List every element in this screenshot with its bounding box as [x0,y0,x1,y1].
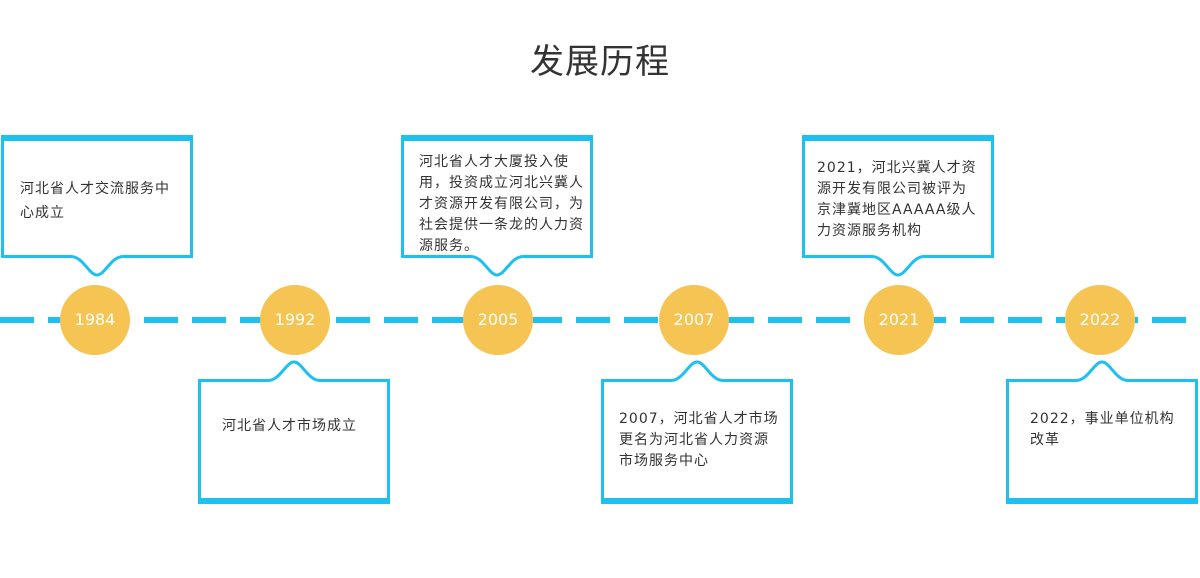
callout-text-line: 2021，河北兴冀人才资 [817,160,977,176]
milestone-node-1984: 1984 [60,285,130,355]
callout-text-2022: 2022，事业单位机构 改革 [1030,409,1175,451]
callout-text-line: 源服务。 [419,238,479,254]
year-label: 2005 [477,310,519,329]
callout-text-line: 京津冀地区AAAAA级人 [817,202,977,218]
callout-text-2007: 2007，河北省人才市场 更名为河北省人力资源 市场服务中心 [619,409,779,472]
year-label: 1992 [274,310,316,329]
callout-text-line: 河北省人才市场成立 [222,418,357,434]
callout-text-line: 源开发有限公司被评为 [817,181,967,197]
milestone-node-2021: 2021 [864,285,934,355]
timeline-line [0,317,1200,323]
milestone-node-1992: 1992 [260,285,330,355]
callout-text-line: 更名为河北省人力资源 [619,432,769,448]
callout-text-line: 才资源开发有限公司，为 [419,196,584,212]
callout-text-1984: 河北省人才交流服务中 心成立 [20,177,170,225]
callout-text-line: 市场服务中心 [619,453,709,469]
callout-text-line: 用，投资成立河北兴冀人 [419,175,584,191]
callout-text-line: 改革 [1030,432,1060,448]
callout-text-line: 力资源服务机构 [817,223,922,239]
callout-text-line: 社会提供一条龙的人力资 [419,217,584,233]
callout-text-line: 心成立 [20,205,65,221]
callout-text-line: 河北省人才大厦投入使 [419,154,569,170]
milestone-node-2022: 2022 [1065,285,1135,355]
year-label: 1984 [74,310,116,329]
milestone-node-2007: 2007 [659,285,729,355]
milestone-node-2005: 2005 [463,285,533,355]
year-label: 2021 [878,310,920,329]
callout-text-1992: 河北省人才市场成立 [222,416,357,437]
callout-text-line: 2007，河北省人才市场 [619,411,779,427]
year-label: 2022 [1079,310,1121,329]
callout-text-line: 2022，事业单位机构 [1030,411,1175,427]
page-title: 发展历程 [530,42,670,82]
callout-text-2021: 2021，河北兴冀人才资 源开发有限公司被评为 京津冀地区AAAAA级人 力资源… [817,158,977,242]
year-label: 2007 [673,310,715,329]
callout-text-2005: 河北省人才大厦投入使 用，投资成立河北兴冀人 才资源开发有限公司，为 社会提供一… [419,152,584,257]
callout-text-line: 河北省人才交流服务中 [20,181,170,197]
